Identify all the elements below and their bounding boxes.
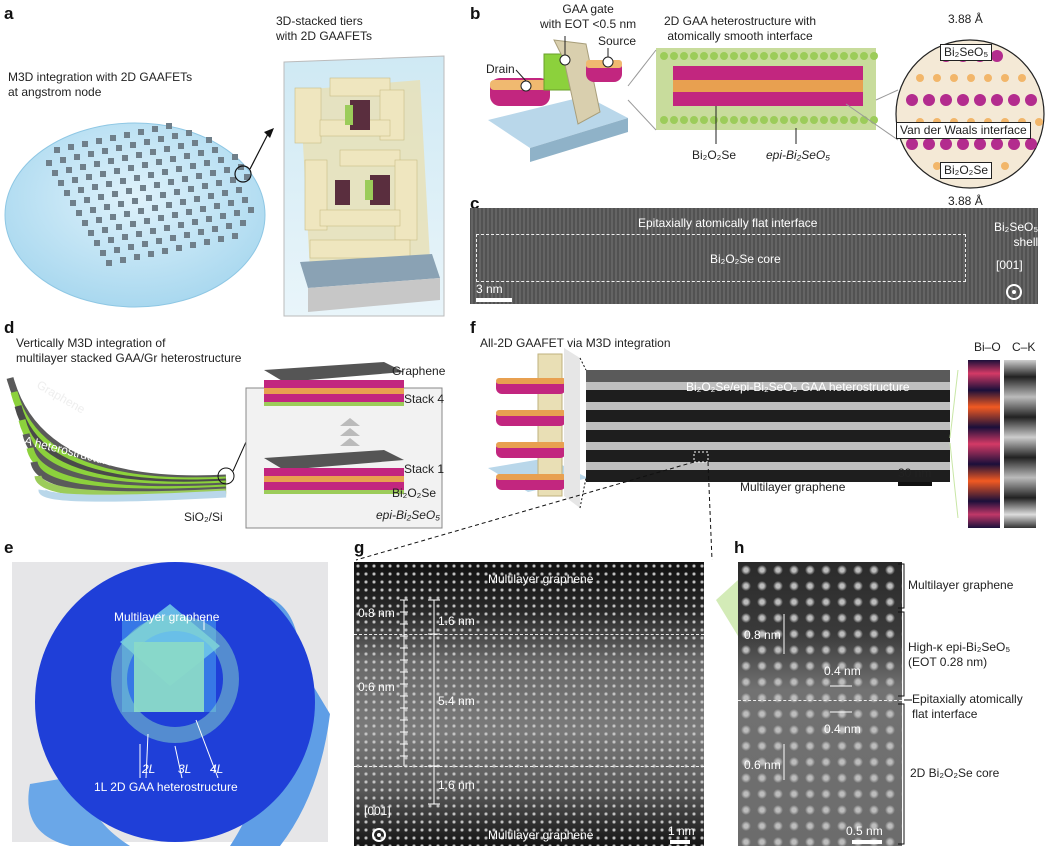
thickness-5-4: 5.4 nm xyxy=(438,694,475,708)
top-material-box: Bi₂SeO₅ xyxy=(940,44,993,61)
lower-interface-line xyxy=(354,766,704,767)
stem-image-h xyxy=(738,562,902,846)
panel-label-f: f xyxy=(470,318,476,337)
bottom-lattice-spacing: 3.88 Å xyxy=(948,194,983,208)
panel-label-e: e xyxy=(4,538,14,557)
shell-caption: Bi₂SeO₅ shell xyxy=(994,220,1039,249)
scale-label: 1 nm xyxy=(668,824,695,838)
panel-a-title: M3D integration with 2D GAAFETs at angst… xyxy=(8,70,193,99)
panel-c: c Epitaxially atomically flat interface … xyxy=(468,194,1045,308)
panel-g: g Multilayer graphene Multilayer graphen… xyxy=(350,534,718,846)
heterostructure-label: Bi₂O₂Se/epi-Bi₂SeO₅ GAA heterostructure xyxy=(686,380,910,394)
thickness-1-6-bottom: 1.6 nm xyxy=(438,778,475,792)
top-graphene-label: Multilayer graphene xyxy=(488,572,594,586)
panel-a: a M3D integration with 2D GAAFETs at ang… xyxy=(0,0,460,320)
scale-bar xyxy=(898,482,932,486)
stack4-label: Stack 4 xyxy=(404,392,445,406)
panel-label-c: c xyxy=(470,194,480,213)
top-lattice-spacing: 3.88 Å xyxy=(948,12,983,26)
scale-bar xyxy=(852,840,882,844)
high-k-label: High-κ epi-Bi₂SeO₅ (EOT 0.28 nm) xyxy=(908,640,1011,669)
panel-d: d Vertically M3D integration of multilay… xyxy=(0,318,460,534)
substrate-label: SiO₂/Si xyxy=(184,510,223,524)
panel-f-title: All-2D GAAFET via M3D integration xyxy=(480,336,671,350)
panel-label-d: d xyxy=(4,318,15,337)
spacing-0-8: 0.8 nm xyxy=(744,628,781,642)
gaafet-stack-illustration xyxy=(488,348,959,519)
panel-label-h: h xyxy=(734,538,745,557)
flat-interface-label: Epitaxially atomically flat interface xyxy=(912,692,1023,721)
shell-label: epi-Bi₂SeO₅ xyxy=(376,508,441,522)
panel-label-b: b xyxy=(470,4,481,23)
gate-caption: GAA gate with EOT <0.5 nm xyxy=(540,2,637,31)
eels-map-bio xyxy=(968,360,1000,528)
transistor-grid xyxy=(46,123,254,266)
bottom-graphene-label: Multilayer graphene xyxy=(488,828,594,842)
core-outline xyxy=(476,234,966,282)
interface-line xyxy=(738,700,902,701)
graphene-label: Multilayer graphene xyxy=(908,578,1014,592)
spacing-0-8: 0.8 nm xyxy=(358,606,395,620)
spacing-0-4-bottom: 0.4 nm xyxy=(824,722,861,736)
panel-h: h Multilayer graphene 0.8 nm 0.4 nm 0.4 … xyxy=(726,534,1045,846)
eels-map-ck xyxy=(1004,360,1036,528)
zone-axis-label: [001] xyxy=(996,258,1023,272)
spacing-0-6: 0.6 nm xyxy=(744,758,781,772)
vdw-interface-box: Van der Waals interface xyxy=(896,122,1031,139)
zone-axis-icon xyxy=(372,828,386,842)
zone-axis-label: [001] xyxy=(364,804,391,818)
scale-bar xyxy=(476,298,512,302)
core-caption: Bi₂O₂Se core xyxy=(710,252,781,266)
wafer-photo xyxy=(12,562,330,846)
thickness-1-6-top: 1.6 nm xyxy=(438,614,475,628)
heterostructure-caption: 2D GAA heterostructure with atomically s… xyxy=(664,14,817,43)
scale-label: 3 nm xyxy=(476,282,503,296)
panel-f: f All-2D GAAFET via M3D integration Bi₂O… xyxy=(468,318,1045,534)
scale-label: 0.5 nm xyxy=(846,824,883,838)
panel-label-a: a xyxy=(4,4,14,23)
core-material-label: Bi₂O₂Se xyxy=(692,148,736,162)
bracket-markers xyxy=(783,563,912,845)
core-label: 2D Bi₂O₂Se core xyxy=(910,766,1000,780)
scale-label: 30 nm xyxy=(898,466,932,480)
layer-4l: 4L xyxy=(210,762,224,776)
zone-axis-icon xyxy=(1006,284,1022,300)
spacing-0-4-top: 0.4 nm xyxy=(824,664,861,678)
graphene-label: Multilayer graphene xyxy=(114,610,220,624)
scale-bar xyxy=(670,840,690,844)
upper-interface-line xyxy=(354,634,704,635)
stem-image-c xyxy=(470,208,1038,304)
layer-1l: 1L 2D GAA heterostructure xyxy=(94,780,238,794)
gaa-heterostructure-illustration xyxy=(488,36,1045,189)
stem-image-g xyxy=(354,562,704,846)
core-label: Bi₂O₂Se xyxy=(392,486,436,500)
graphene-label: Graphene xyxy=(392,364,446,378)
layer-2l: 2L xyxy=(142,762,156,776)
layered-stack-illustration xyxy=(6,362,443,529)
dimension-markers xyxy=(400,599,440,805)
eels-map-bio-label: Bi–O xyxy=(974,340,1001,354)
panel-d-title: Vertically M3D integration of multilayer… xyxy=(16,336,242,365)
drain-rod xyxy=(490,78,550,106)
stack1-label: Stack 1 xyxy=(404,462,445,476)
spacing-0-6: 0.6 nm xyxy=(358,680,395,694)
interface-caption: Epitaxially atomically flat interface xyxy=(638,216,818,230)
panel-a-stack-caption: 3D-stacked tiers with 2D GAAFETs xyxy=(276,14,373,43)
drain-label: Drain xyxy=(486,62,515,76)
wafer-transistor-array-illustration xyxy=(4,55,445,317)
eels-map-ck-label: C–K xyxy=(1012,340,1036,354)
source-label: Source xyxy=(598,34,637,48)
panel-e: e Multilayer graphene 2L 3L 4L 1L 2D GAA… xyxy=(0,534,350,846)
multilayer-graphene-label: Multilayer graphene xyxy=(740,480,846,494)
bottom-material-box: Bi₂O₂Se xyxy=(940,162,992,179)
shell-material-label: epi-Bi₂SeO₅ xyxy=(766,148,831,162)
layer-3l: 3L xyxy=(178,762,192,776)
panel-b: b GAA gate wit xyxy=(468,0,1045,208)
